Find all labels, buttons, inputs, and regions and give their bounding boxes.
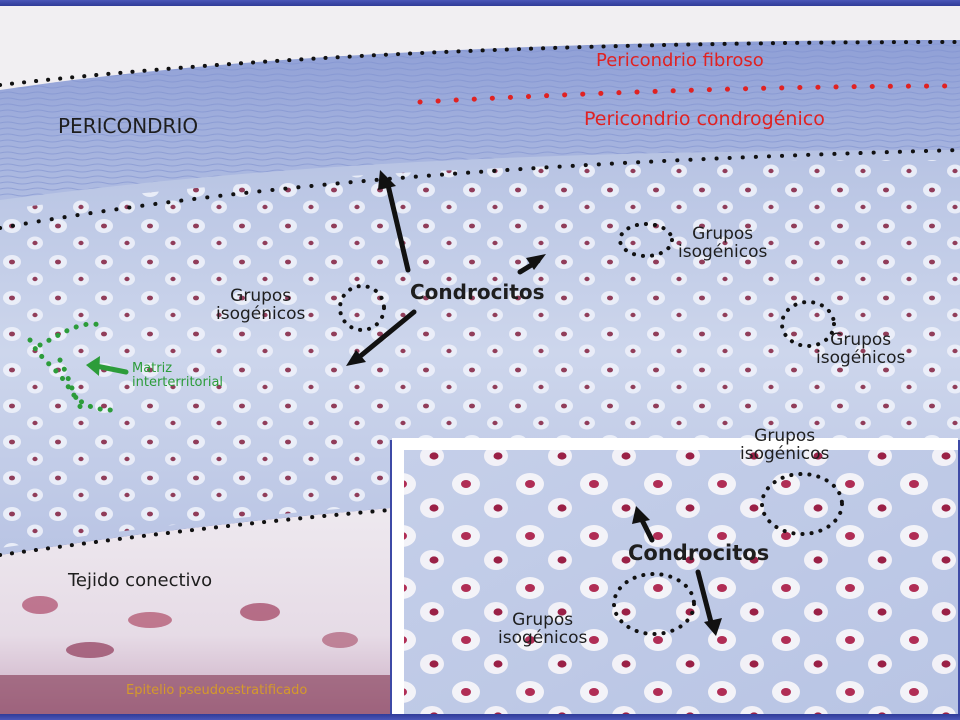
label-grupos-isogenicos-right: Grupos isogénicos — [816, 330, 906, 368]
label-pericondrio: PERICONDRIO — [58, 114, 199, 138]
arrow-icon — [93, 363, 129, 375]
label-grupos-isogenicos-mid: Grupos isogénicos — [678, 224, 768, 262]
label-matriz-interterritorial: Matriz interterritorial — [132, 362, 223, 389]
label-line: Grupos — [692, 224, 754, 244]
connective-tissue-cells — [0, 596, 390, 714]
label-condrocitos: Condrocitos — [410, 280, 545, 304]
inset-label-grupos-top: Grupos isogénicos — [740, 426, 830, 464]
label-line: isogénicos — [816, 347, 906, 368]
label-line: Grupos — [512, 610, 574, 630]
label-line: Matriz — [132, 361, 173, 376]
arrow-icon — [86, 356, 100, 376]
label-pericondrio-fibroso: Pericondrio fibroso — [596, 50, 764, 71]
inset-label-condrocitos: Condrocitos — [628, 541, 770, 565]
dotted-circle-icon — [338, 222, 844, 636]
label-line: Grupos — [230, 286, 292, 306]
slide-frame-top — [0, 0, 960, 6]
label-line: isogénicos — [678, 241, 768, 262]
label-epitelio: Epitelio pseudoestratificado — [126, 683, 308, 698]
label-line: isogénicos — [216, 303, 306, 324]
slide-frame-bottom — [0, 714, 960, 720]
label-grupos-isogenicos-left: Grupos isogénicos — [216, 286, 306, 324]
dotted-circle-icon — [27, 321, 115, 418]
label-line: Grupos — [830, 330, 892, 350]
label-line: Grupos — [754, 426, 816, 446]
label-line: isogénicos — [498, 627, 588, 648]
label-pericondrio-condrogenico: Pericondrio condrogénico — [584, 108, 825, 130]
dotted-boundaries — [0, 40, 960, 557]
label-line: interterritorial — [132, 374, 224, 390]
inset-label-grupos-bottom: Grupos isogénicos — [498, 610, 588, 648]
arrow-icon — [346, 170, 722, 636]
label-line: isogénicos — [740, 443, 830, 464]
arrow-icon — [355, 182, 715, 629]
label-tejido-conectivo: Tejido conectivo — [68, 570, 213, 591]
